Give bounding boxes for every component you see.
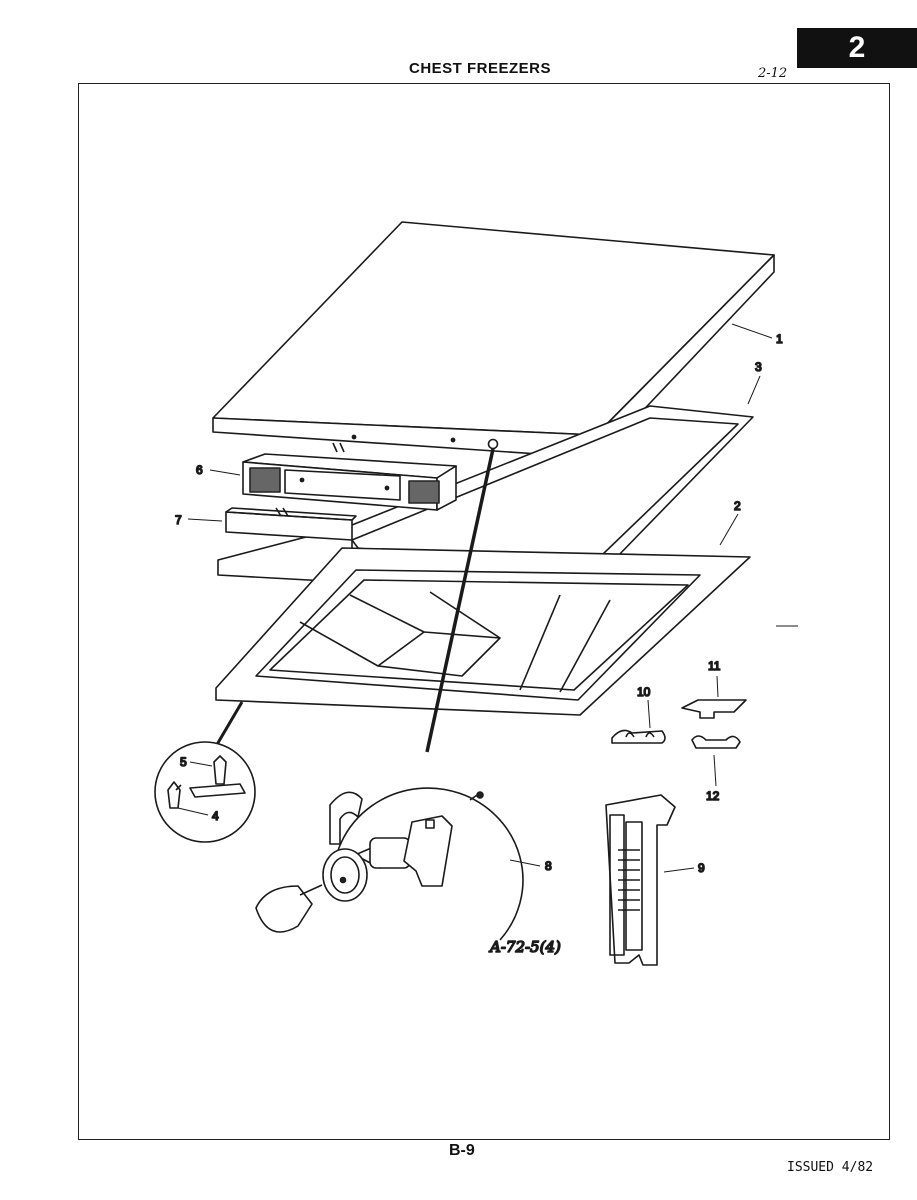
- control-panel-part: [242, 453, 457, 517]
- page-title: CHEST FREEZERS: [408, 60, 551, 77]
- callout-8: 8: [545, 859, 552, 873]
- shim-plate-part: [681, 699, 747, 719]
- page-number: B-9: [449, 1142, 475, 1159]
- callout-5: 5: [180, 755, 187, 769]
- lid-part: [212, 221, 775, 459]
- detail-circle-lock: [255, 448, 524, 941]
- callout-11: 11: [708, 659, 721, 673]
- callout-3: 3: [755, 360, 762, 374]
- callout-7: 7: [175, 513, 182, 527]
- diagram-frame: [78, 83, 890, 1140]
- callout-9: 9: [698, 861, 705, 875]
- latch-bracket-part: [605, 794, 676, 966]
- callout-6: 6: [196, 463, 203, 477]
- spacer-part: [691, 735, 741, 749]
- section-badge: 2: [797, 28, 917, 68]
- callout-12: 12: [706, 789, 720, 803]
- handwritten-reference: 2-12: [758, 66, 788, 81]
- breaker-strip-part: [215, 547, 751, 716]
- detail-circle-hinge-pins: [154, 701, 256, 843]
- callout-1: 1: [776, 332, 783, 346]
- callout-4: 4: [212, 809, 219, 823]
- callout-2: 2: [734, 499, 741, 513]
- issued-date: ISSUED 4/82: [787, 1160, 874, 1175]
- leader-lines: [177, 323, 798, 873]
- handwritten-part-note: A-72-5(4): [488, 938, 561, 956]
- trim-strip-part: [225, 507, 357, 541]
- callout-10: 10: [637, 685, 651, 699]
- strike-clip-part: [611, 729, 666, 744]
